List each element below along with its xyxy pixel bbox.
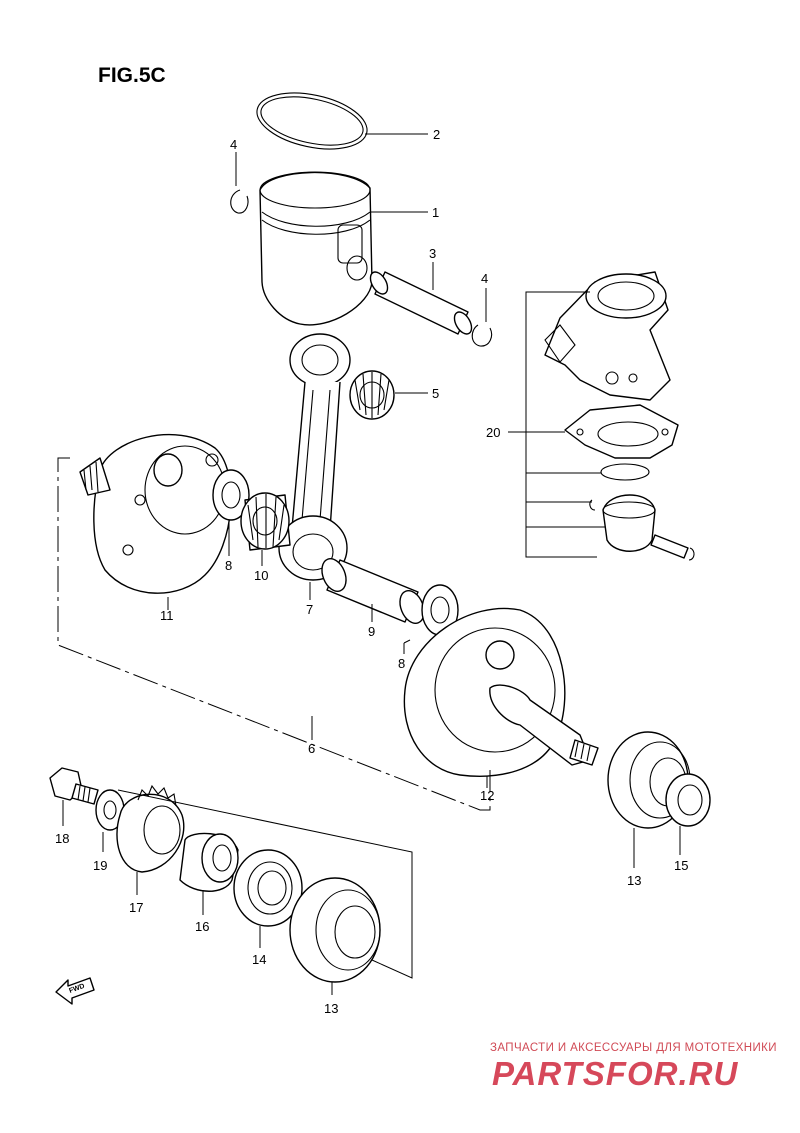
cylinder-gasket-part: [508, 404, 679, 459]
crank-half-right-part: [403, 607, 599, 788]
callout-4-left: 4: [230, 137, 237, 152]
washer-part: [95, 789, 125, 852]
primary-gear-part: [116, 784, 185, 895]
oil-seal-right-part: [665, 773, 711, 855]
callout-8-left: 8: [225, 558, 232, 573]
callout-17: 17: [129, 900, 143, 915]
callout-18: 18: [55, 831, 69, 846]
callout-2: 2: [433, 127, 440, 142]
piston-pin-part: [369, 262, 473, 335]
bolt-part: [49, 767, 99, 826]
crank-pin-part: [321, 558, 425, 624]
callout-7: 7: [306, 602, 313, 617]
callout-20: 20: [486, 425, 500, 440]
thrust-washer-right-part: [403, 584, 459, 654]
piston-set-part: [589, 463, 695, 561]
callout-13-left: 13: [324, 1001, 338, 1016]
forward-arrow-icon: FWD: [55, 977, 95, 1005]
needle-bearing-big-part: [240, 492, 291, 566]
callout-5: 5: [432, 386, 439, 401]
crankshaft-assembly-bracket: [57, 457, 491, 811]
callout-9: 9: [368, 624, 375, 639]
callout-19: 19: [93, 858, 107, 873]
watermark-tagline: ЗАПЧАСТИ И АКСЕССУАРЫ ДЛЯ МОТОТЕХНИКИ: [490, 1042, 777, 1054]
circlip-part: [230, 152, 249, 214]
oil-seal-left-part: [233, 849, 303, 948]
watermark-logo: PARTSFOR.RU: [492, 1055, 738, 1092]
callout-11: 11: [160, 608, 174, 623]
callout-10: 10: [254, 568, 268, 583]
callout-3: 3: [429, 246, 436, 261]
crank-half-left-part: [79, 433, 232, 610]
callout-8-right: 8: [398, 656, 405, 671]
callout-4-right: 4: [481, 271, 488, 286]
callout-6: 6: [308, 741, 315, 756]
callout-labels: 2 4 1 3 4 5 20 8 10 7 11 9 8 6 12 18 19 …: [55, 127, 688, 1016]
callout-12: 12: [480, 788, 494, 803]
spacer-part: [179, 832, 239, 915]
callout-1: 1: [432, 205, 439, 220]
callout-13-right: 13: [627, 873, 641, 888]
callout-15: 15: [674, 858, 688, 873]
watermark: ЗАПЧАСТИ И АКСЕССУАРЫ ДЛЯ МОТОТЕХНИКИ PA…: [490, 1042, 777, 1092]
kit-bracket: [525, 291, 605, 558]
bearing-left-part: [289, 877, 381, 995]
callout-16: 16: [195, 919, 209, 934]
circlip-part-right: [471, 288, 493, 347]
lower-group-bracket: [117, 789, 413, 979]
needle-bearing-small-part: [349, 370, 428, 420]
callout-14: 14: [252, 952, 266, 967]
cylinder-part: [544, 271, 671, 401]
piston-ring-part: [256, 92, 428, 150]
piston-part: [259, 171, 428, 326]
thrust-washer-left-part: [212, 469, 250, 556]
figure-title: FIG.5C: [98, 64, 166, 87]
